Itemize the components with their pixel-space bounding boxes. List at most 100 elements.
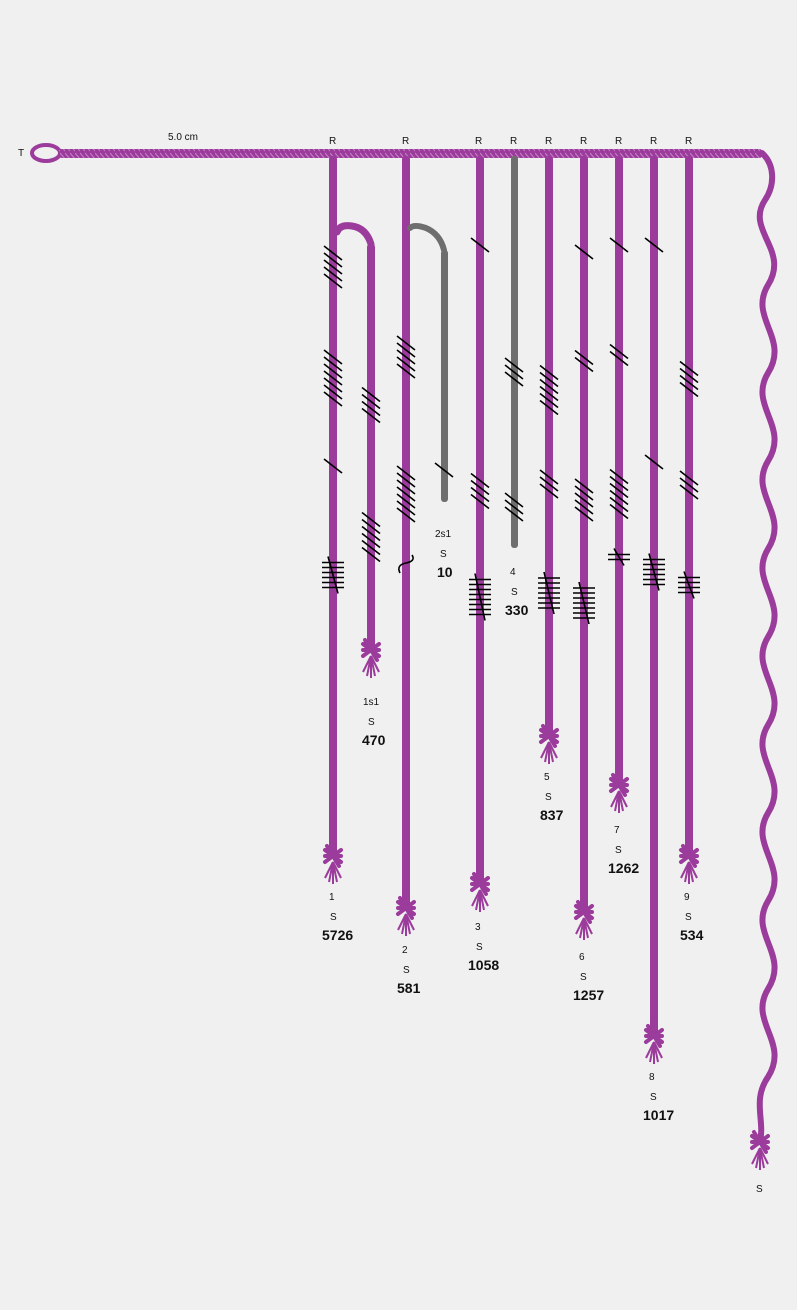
long-knot-turn <box>361 511 381 528</box>
long-knot-turn <box>396 493 416 509</box>
primary-end-label: T <box>18 148 24 159</box>
long-knot-turn <box>539 392 559 409</box>
cord-end-tassel <box>470 872 490 912</box>
long-knot-turn <box>574 349 594 366</box>
primary-cord-body <box>58 149 763 158</box>
cord-attach-letter: S <box>368 717 375 728</box>
cord-id-label: 2s1 <box>435 529 452 540</box>
long-knot-turn <box>679 477 699 493</box>
long-knot-turn <box>434 462 454 478</box>
tassel-knot <box>539 724 559 748</box>
long-knot-turn <box>323 356 343 372</box>
attachment-label: R <box>329 136 336 147</box>
long-knot-turn <box>323 458 343 474</box>
cord-body <box>367 244 375 650</box>
tassel-strand <box>653 1041 663 1059</box>
cord-knots <box>434 462 454 478</box>
cord-id-label: 4 <box>510 567 516 578</box>
long-knot-turn <box>539 469 559 485</box>
long-knot-turn <box>609 475 629 492</box>
long-knot-turn <box>361 400 381 417</box>
primary-cord: T 5.0 cm <box>18 132 763 163</box>
long-knot-turn <box>539 378 559 395</box>
long-knot-turn <box>396 486 416 502</box>
knot-cluster-slash <box>683 571 695 599</box>
subsidiary-cord: 2s1 S 10 <box>407 223 454 580</box>
pendant-cord: R 7 S 1262 <box>608 136 639 876</box>
cord-id-label: 9 <box>684 892 690 903</box>
tassel-strand <box>618 790 628 808</box>
cord-id-label: 6 <box>579 952 585 963</box>
cord-body <box>329 156 337 856</box>
long-knot-turn <box>361 393 381 410</box>
cord-value: 5726 <box>322 927 353 943</box>
long-knot-turn <box>539 483 559 499</box>
long-knot-turn <box>679 374 699 391</box>
tassel-strand <box>583 917 593 935</box>
attachment-label: R <box>580 136 587 147</box>
cord-body <box>476 156 484 884</box>
tassel-strand <box>405 913 415 931</box>
cord-attach-letter: S <box>440 549 447 560</box>
long-knot-turn <box>396 500 416 516</box>
long-knot-turn <box>609 468 629 485</box>
pendant-cord: R 4 S 330 <box>504 136 529 618</box>
long-knot-turn <box>679 360 699 377</box>
pendant-cord: R 9 S 534 <box>678 136 704 943</box>
cord-value: 534 <box>680 927 704 943</box>
long-knot-turn <box>361 532 381 549</box>
cord-knots <box>678 360 700 599</box>
knot-cluster-slash <box>474 573 486 621</box>
knot-cluster-slash <box>578 581 590 625</box>
long-knot-turn <box>361 525 381 542</box>
cord-attach-letter: S <box>545 792 552 803</box>
attachment-label: R <box>650 136 657 147</box>
tassel-knot <box>470 872 490 896</box>
attachment-label: R <box>402 136 409 147</box>
cord-id-label: 1s1 <box>363 697 380 708</box>
knot-cluster-slash <box>327 556 339 594</box>
long-knot-turn <box>323 259 343 275</box>
cord-knots <box>643 237 665 591</box>
long-knot-turn <box>504 506 524 522</box>
cord-body <box>402 156 410 908</box>
cord-knots <box>396 335 416 574</box>
cord-end-tassel <box>609 773 629 813</box>
long-knot-turn <box>574 506 594 522</box>
cord-id-label: 3 <box>475 922 481 933</box>
long-knot-turn <box>323 370 343 386</box>
long-knot-turn <box>609 503 629 520</box>
cord-knots <box>608 237 630 566</box>
cord-knots <box>322 245 344 594</box>
cord-attach-letter: S <box>615 845 622 856</box>
attachment-label: R <box>685 136 692 147</box>
long-knot-turn <box>679 470 699 486</box>
tassel-strand <box>548 741 558 759</box>
cord-body <box>650 156 658 1036</box>
subsidiary-cord: 1s1 S 470 <box>333 222 386 748</box>
pendant-cord: R 3 S 1058 <box>468 136 499 973</box>
long-knot-turn <box>323 391 343 407</box>
long-knot-turn <box>470 479 490 496</box>
long-knot-turn <box>361 546 381 563</box>
cord-id-label: 2 <box>402 945 408 956</box>
long-knot-turn <box>470 472 490 489</box>
cord-body <box>615 156 623 784</box>
cord-id-label: 5 <box>544 772 550 783</box>
cord-body <box>545 156 553 736</box>
tassel-knot <box>679 844 699 868</box>
tassel-strand <box>479 889 489 907</box>
pendant-cord: R 1 S 5726 <box>322 136 353 943</box>
dangle-end-cord: S <box>750 150 778 1195</box>
cord-knots <box>573 244 595 625</box>
cord-knots <box>504 357 524 522</box>
tassel-knot <box>323 844 343 868</box>
long-knot-turn <box>504 364 524 380</box>
long-knot-turn <box>504 357 524 373</box>
long-knot-turn <box>323 377 343 393</box>
long-knot-turn <box>323 252 343 268</box>
cord-value: 1262 <box>608 860 639 876</box>
long-knot-turn <box>396 507 416 523</box>
cord-value: 1058 <box>468 957 499 973</box>
